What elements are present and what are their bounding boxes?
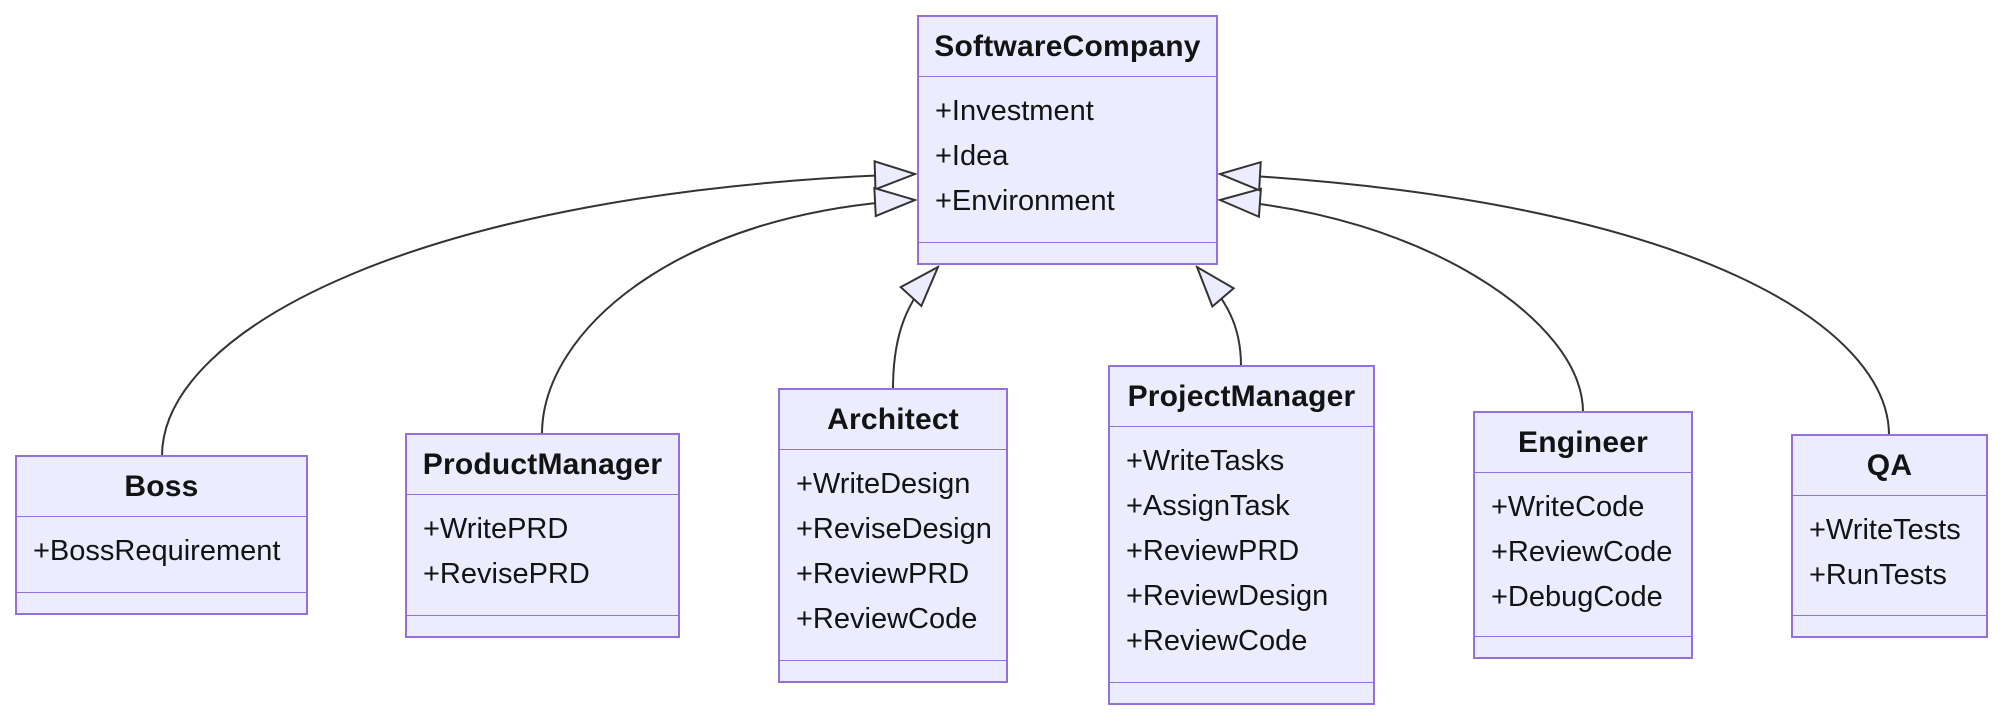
class-member: +RunTests xyxy=(1809,559,1947,591)
class-title: Boss xyxy=(17,457,306,517)
class-member: +RevisePRD xyxy=(423,558,590,590)
class-box-boss: Boss +BossRequirement xyxy=(15,455,308,615)
class-member: +Idea xyxy=(935,140,1009,172)
class-member: +ReviewPRD xyxy=(1126,535,1300,567)
class-box-architect: Architect +WriteDesign +ReviseDesign +Re… xyxy=(778,388,1008,683)
inheritance-arrow-qa xyxy=(1220,174,1890,436)
class-title: Engineer xyxy=(1475,413,1691,473)
class-member: +WriteCode xyxy=(1491,491,1645,523)
inheritance-arrow-architect xyxy=(892,267,938,390)
class-box-projectmanager: ProjectManager +WriteTasks +AssignTask +… xyxy=(1108,365,1375,705)
class-member: +WritePRD xyxy=(423,513,569,545)
class-member: +Environment xyxy=(935,185,1115,217)
class-methods-empty xyxy=(1475,636,1691,657)
class-member: +ReviewCode xyxy=(1126,625,1308,657)
inheritance-arrow-engineer xyxy=(1220,200,1584,413)
class-member: +AssignTask xyxy=(1126,490,1290,522)
class-member: +ReviseDesign xyxy=(796,513,992,545)
class-member: +WriteTests xyxy=(1809,514,1961,546)
class-member: +Investment xyxy=(935,95,1094,127)
class-box-softwarecompany: SoftwareCompany +Investment +Idea +Envir… xyxy=(917,15,1218,265)
class-member: +WriteTasks xyxy=(1126,445,1285,477)
class-box-productmanager: ProductManager +WritePRD +RevisePRD xyxy=(405,433,680,638)
class-members: +WriteTests +RunTests xyxy=(1793,496,1986,615)
class-methods-empty xyxy=(1793,615,1986,636)
class-title: SoftwareCompany xyxy=(919,17,1216,77)
class-member: +ReviewPRD xyxy=(796,558,970,590)
inheritance-arrow-projectmanager xyxy=(1197,267,1242,367)
class-methods-empty xyxy=(407,615,678,636)
class-members: +Investment +Idea +Environment xyxy=(919,77,1216,242)
class-member: +WriteDesign xyxy=(796,468,971,500)
class-members: +WritePRD +RevisePRD xyxy=(407,495,678,615)
class-title: ProductManager xyxy=(407,435,678,495)
class-member: +BossRequirement xyxy=(33,535,281,567)
class-title: Architect xyxy=(780,390,1006,450)
class-methods-empty xyxy=(780,660,1006,681)
class-box-engineer: Engineer +WriteCode +ReviewCode +DebugCo… xyxy=(1473,411,1693,659)
class-title: ProjectManager xyxy=(1110,367,1373,427)
class-box-qa: QA +WriteTests +RunTests xyxy=(1791,434,1988,638)
class-title: QA xyxy=(1793,436,1986,496)
inheritance-arrow-boss xyxy=(161,174,915,457)
class-member: +ReviewDesign xyxy=(1126,580,1329,612)
class-member: +DebugCode xyxy=(1491,581,1663,613)
class-methods-empty xyxy=(919,242,1216,263)
class-member: +ReviewCode xyxy=(796,603,978,635)
class-methods-empty xyxy=(17,592,306,613)
class-members: +WriteTasks +AssignTask +ReviewPRD +Revi… xyxy=(1110,427,1373,682)
class-members: +WriteDesign +ReviseDesign +ReviewPRD +R… xyxy=(780,450,1006,660)
class-members: +BossRequirement xyxy=(17,517,306,592)
class-methods-empty xyxy=(1110,682,1373,703)
class-members: +WriteCode +ReviewCode +DebugCode xyxy=(1475,473,1691,636)
inheritance-arrow-productmanager xyxy=(541,200,915,435)
class-member: +ReviewCode xyxy=(1491,536,1673,568)
